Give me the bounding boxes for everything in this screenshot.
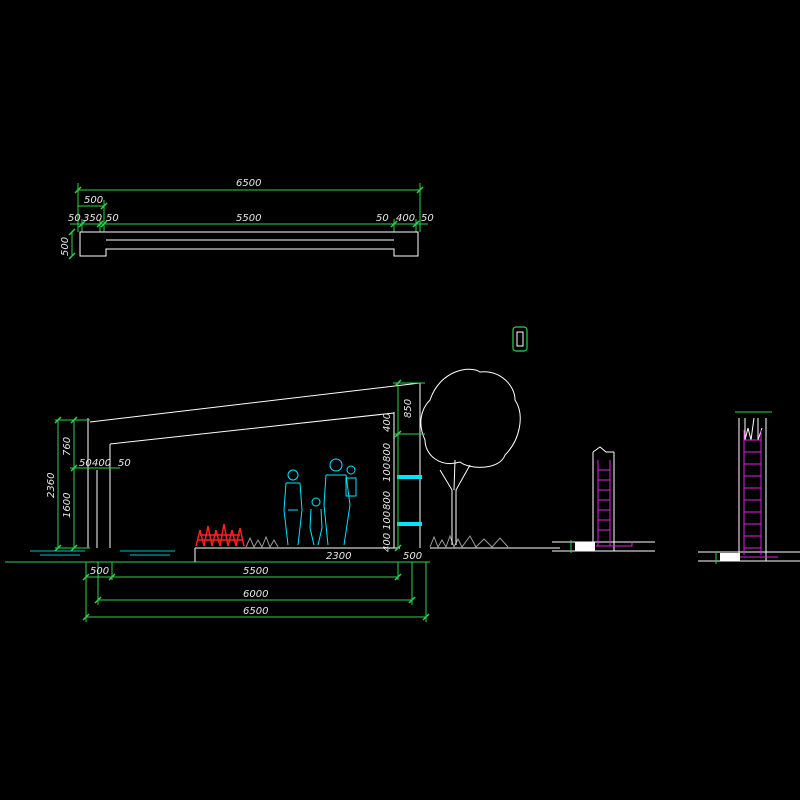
- dim-2300: 2300: [326, 551, 351, 562]
- column-detail-1: [552, 446, 655, 553]
- water-hatch: [30, 550, 175, 556]
- dim-50-b: 50: [106, 213, 119, 224]
- dim-right-800a: 800: [382, 443, 393, 462]
- footing-block-2: [720, 553, 740, 561]
- dim-bottom-500: 500: [90, 566, 109, 577]
- dim-50-d: 50: [421, 213, 434, 224]
- dim-850: 850: [403, 399, 414, 418]
- wall-band-lower: [397, 522, 422, 526]
- dim-bottom-6500: 6500: [243, 606, 268, 617]
- top-plan-view: 6500 500 50 350 50 5500 50 400 50 500: [60, 178, 434, 260]
- section-view: 760 2360 1600 50 400 50 850 400 800 100 …: [5, 368, 560, 622]
- dim-left-400: 400: [92, 458, 111, 469]
- dim-50-a: 50: [68, 213, 81, 224]
- dim-350: 350: [83, 213, 102, 224]
- dim-right-500: 500: [403, 551, 422, 562]
- dim-right-100b: 100: [382, 511, 393, 530]
- dim-5500: 5500: [236, 213, 261, 224]
- dim-50-c: 50: [376, 213, 389, 224]
- dim-bottom-6000: 6000: [243, 589, 268, 600]
- dim-2360: 2360: [46, 473, 57, 498]
- grass: [245, 534, 509, 549]
- dim-left-50b: 50: [118, 458, 131, 469]
- roof-beam: [89, 382, 421, 445]
- dim-right-400b: 400: [382, 533, 393, 552]
- dim-side-500: 500: [60, 237, 71, 256]
- dim-right-400: 400: [382, 413, 393, 432]
- dim-400: 400: [396, 213, 415, 224]
- plan-beam-outline: [79, 231, 419, 257]
- dim-right-800b: 800: [382, 491, 393, 510]
- dim-right-100a: 100: [382, 463, 393, 482]
- dim-500: 500: [84, 195, 103, 206]
- tree: [420, 368, 521, 545]
- red-shrub: [195, 523, 245, 547]
- column-detail-2: [698, 411, 800, 564]
- dim-overall-6500: 6500: [236, 178, 261, 189]
- dim-bottom-5500: 5500: [243, 566, 268, 577]
- dim-760: 760: [62, 437, 73, 456]
- north-marker-icon: [512, 326, 528, 352]
- footing-block: [575, 542, 595, 551]
- dim-1600: 1600: [62, 493, 73, 518]
- people-figures: [283, 458, 357, 546]
- wall-band-upper: [397, 475, 422, 479]
- dim-left-50: 50: [79, 458, 92, 469]
